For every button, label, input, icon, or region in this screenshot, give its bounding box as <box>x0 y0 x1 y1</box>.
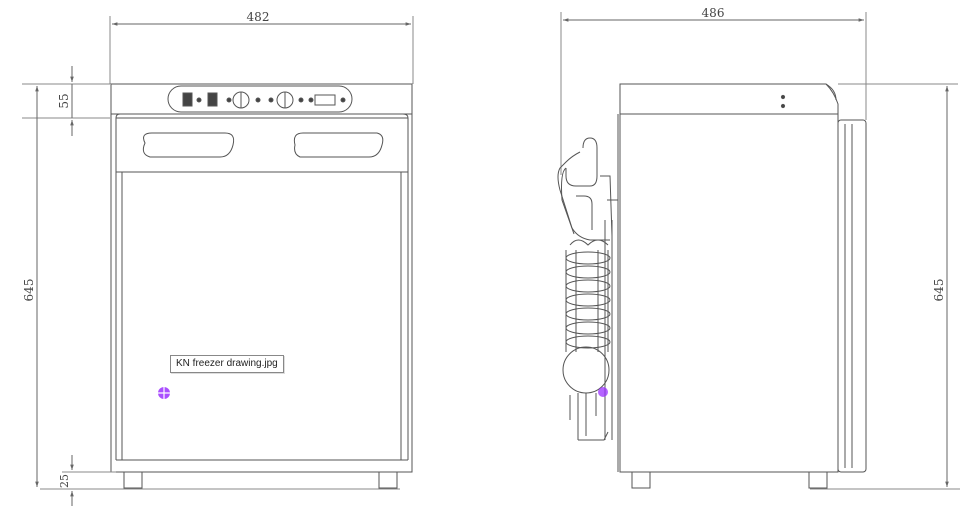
front-control-panel <box>110 83 413 115</box>
front-door <box>115 172 409 461</box>
front-height-dimension: 645 55 25 <box>22 66 116 506</box>
side-body <box>619 113 839 473</box>
side-depth-dimension: 486 <box>560 6 867 175</box>
panel-height-label: 55 <box>57 93 71 108</box>
front-height-label: 645 <box>22 279 36 302</box>
side-door <box>837 119 867 473</box>
front-view: 482 <box>22 10 414 506</box>
filename-tooltip: KN freezer drawing.jpg <box>170 355 284 373</box>
side-view: 486 <box>557 6 960 490</box>
display-port <box>314 94 336 106</box>
cooling-unit <box>557 137 618 441</box>
front-foot-left <box>123 471 143 489</box>
side-height-dimension: 645 <box>838 83 958 487</box>
foot-height-label: 25 <box>58 474 71 488</box>
front-width-dimension: 482 <box>109 10 414 84</box>
side-height-label: 645 <box>932 279 946 302</box>
front-width-label: 482 <box>247 10 270 24</box>
move-cursor-icon <box>158 387 170 399</box>
switch-1 <box>182 92 193 107</box>
side-foot-back <box>631 471 651 489</box>
front-handle-left <box>142 132 235 158</box>
front-foot-right <box>378 471 398 489</box>
cursor-highlight-icon <box>598 387 608 397</box>
absorber-tank <box>562 346 610 394</box>
side-foot-front <box>808 471 828 489</box>
front-handle-right <box>293 132 384 158</box>
side-depth-label: 486 <box>702 6 725 20</box>
switch-2 <box>207 92 218 107</box>
